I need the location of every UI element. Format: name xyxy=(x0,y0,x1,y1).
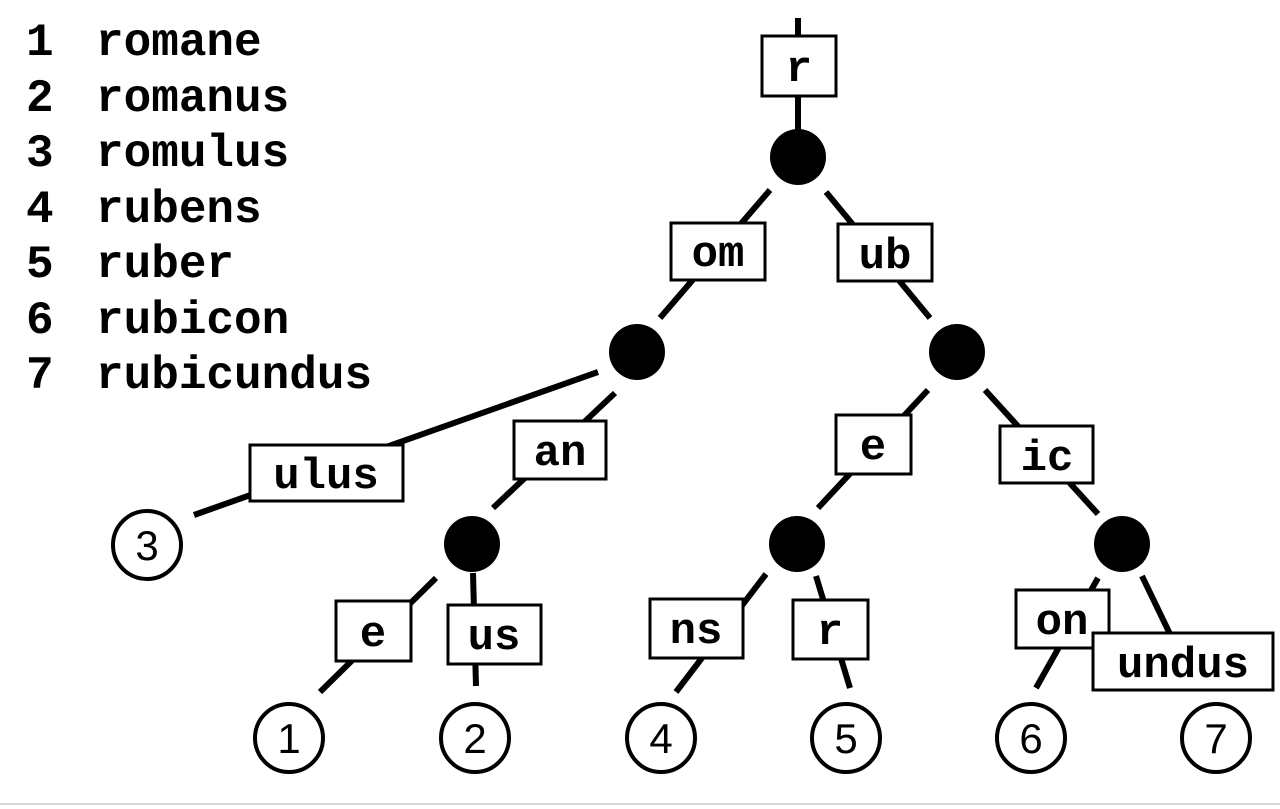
edge-label-e-left: e xyxy=(334,599,413,663)
edge-label-ulus: ulus xyxy=(248,443,405,503)
word-text: romanus xyxy=(96,72,290,125)
inner-node-an xyxy=(444,516,500,572)
edge-label-text: ulus xyxy=(273,452,379,502)
inner-node-e xyxy=(769,516,825,572)
tree-edge-labels: r om ub ulus an e xyxy=(248,34,1275,692)
inner-node-ub xyxy=(929,324,985,380)
edge-label-text: on xyxy=(1036,598,1089,648)
edge-label-text: ub xyxy=(859,232,912,282)
edge-label-undus: undus xyxy=(1091,631,1275,692)
edge-label-text: e xyxy=(360,610,386,660)
leaf-label: 1 xyxy=(277,715,300,762)
edge-label-text: ic xyxy=(1021,434,1074,484)
leaf-label: 2 xyxy=(463,715,486,762)
tree-leaves: 3 1 2 4 5 6 7 xyxy=(111,509,1252,774)
leaf-node-2: 2 xyxy=(439,702,511,774)
word-list-item: 7 rubicundus xyxy=(26,349,372,405)
word-list: 1 romane 2 romanus 3 romulus 4 rubens 5 ruber… xyxy=(26,16,372,405)
word-list-item: 4 rubens xyxy=(26,183,372,239)
edge-label-on: on xyxy=(1014,588,1111,650)
word-text: romulus xyxy=(96,128,290,180)
word-list-item: 1 romane xyxy=(26,16,372,72)
leaf-label: 6 xyxy=(1019,715,1042,762)
leaf-label: 3 xyxy=(135,522,158,569)
word-text: rubicundus xyxy=(96,350,373,402)
word-list-item: 6 rubicon xyxy=(26,294,372,350)
edge-label-text: an xyxy=(534,429,587,479)
inner-node-om xyxy=(609,324,665,380)
word-number: 2 xyxy=(26,72,54,125)
edge-label-e-right: e xyxy=(834,413,913,476)
word-number: 6 xyxy=(26,294,54,347)
word-number: 1 xyxy=(26,17,54,69)
word-number: 5 xyxy=(26,239,54,291)
word-text: ruber xyxy=(96,239,235,291)
leaf-label: 4 xyxy=(649,715,672,762)
leaf-label: 5 xyxy=(834,715,857,762)
leaf-node-6: 6 xyxy=(995,702,1067,774)
word-number: 7 xyxy=(26,350,54,402)
leaf-node-5: 5 xyxy=(810,702,882,774)
leaf-label: 7 xyxy=(1204,715,1227,762)
edge-label-om: om xyxy=(669,221,767,282)
edge-label-r: r xyxy=(791,598,870,661)
word-text: rubens xyxy=(96,183,262,236)
edge-label-ns: ns xyxy=(648,597,745,660)
edge-label-text: r xyxy=(817,608,843,658)
edge-label-ub: ub xyxy=(836,222,934,283)
inner-node-ic xyxy=(1094,516,1150,572)
bottom-divider xyxy=(0,803,1280,805)
word-list-item: 5 ruber xyxy=(26,238,372,294)
word-list-item: 2 romanus xyxy=(26,72,372,128)
word-text: rubicon xyxy=(96,294,290,347)
edge-label-us: us xyxy=(446,603,543,666)
leaf-node-3: 3 xyxy=(111,509,183,581)
edge-label-text: r xyxy=(786,45,812,95)
edge-label-text: ns xyxy=(670,607,723,657)
edge-label-text: undus xyxy=(1117,641,1249,691)
edge-label-root: r xyxy=(760,34,838,98)
leaf-node-7: 7 xyxy=(1180,702,1252,774)
word-list-item: 3 romulus xyxy=(26,127,372,183)
leaf-node-1: 1 xyxy=(253,702,325,774)
tree-inner-nodes xyxy=(444,129,1150,572)
edge-label-an: an xyxy=(512,419,608,481)
edge-label-ic: ic xyxy=(998,424,1095,485)
word-text: romane xyxy=(96,17,262,69)
word-number: 4 xyxy=(26,183,54,236)
edge-label-text: us xyxy=(468,613,521,663)
word-number: 3 xyxy=(26,128,54,180)
inner-node-root xyxy=(770,129,826,185)
leaf-node-4: 4 xyxy=(625,702,697,774)
edge-label-text: e xyxy=(860,423,886,473)
edge-label-text: om xyxy=(692,230,745,280)
